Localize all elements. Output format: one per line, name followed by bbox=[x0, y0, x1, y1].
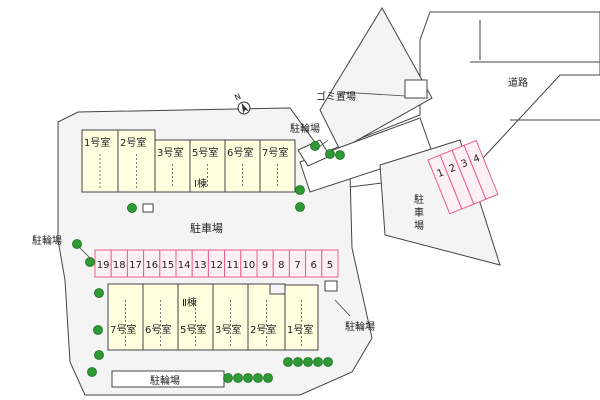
parking-stall-number: 15 bbox=[162, 260, 175, 271]
tree-icon bbox=[223, 373, 233, 383]
building-1-room-label: 7号室 bbox=[262, 146, 288, 159]
parking-stall-number: 14 bbox=[178, 260, 191, 271]
utility-pad bbox=[324, 280, 338, 292]
building-2-room-label: 7号室 bbox=[110, 323, 136, 336]
tree-icon bbox=[243, 373, 253, 383]
parking-stall-number: 11 bbox=[226, 260, 239, 271]
parking-stall-number: 7 bbox=[294, 260, 300, 271]
garbage-label: ゴミ置場 bbox=[316, 90, 356, 103]
bike-south-label: 駐輪場 bbox=[150, 374, 180, 387]
bike-east-label: 駐輪場 bbox=[345, 320, 375, 333]
building-1-name: Ⅰ棟 bbox=[194, 177, 207, 190]
parking-stall-number: 6 bbox=[311, 260, 317, 271]
bike-east-leader bbox=[334, 299, 351, 317]
tree-icon bbox=[295, 202, 305, 212]
building-1-room bbox=[259, 139, 296, 193]
building-2-room-label: 3号室 bbox=[215, 323, 241, 336]
parking-stall-number: 3 bbox=[460, 158, 470, 171]
building-1-room-label: 5号室 bbox=[192, 146, 218, 159]
parking-stall-number: 13 bbox=[194, 260, 207, 271]
tree-icon bbox=[313, 357, 323, 367]
tree-icon bbox=[93, 325, 103, 335]
tree-icon bbox=[94, 350, 104, 360]
building-1-room-label: 6号室 bbox=[227, 146, 253, 159]
svg-text:N: N bbox=[233, 92, 242, 103]
parking-stall-number: 19 bbox=[97, 260, 110, 271]
parking-stall-number: 18 bbox=[113, 260, 126, 271]
building-1-room-label: 2号室 bbox=[120, 136, 146, 149]
tree-icon bbox=[295, 185, 305, 195]
garbage-station bbox=[404, 79, 428, 99]
building-2-name: Ⅱ棟 bbox=[182, 296, 197, 309]
parking-stall bbox=[321, 249, 339, 278]
building-2-room-label: 5号室 bbox=[180, 323, 206, 336]
parking-stall-number: 1 bbox=[436, 167, 446, 180]
external-parking-label: 場 bbox=[414, 219, 424, 232]
tree-icon bbox=[233, 373, 243, 383]
tree-icon bbox=[323, 357, 333, 367]
parking-stall-number: 16 bbox=[145, 260, 158, 271]
building-1-room-label: 3号室 bbox=[157, 146, 183, 159]
parking-stall-number: 9 bbox=[262, 260, 268, 271]
tree-icon bbox=[85, 257, 95, 267]
parking-stall-number: 5 bbox=[327, 260, 333, 271]
tree-icon bbox=[325, 149, 335, 159]
parking-stall-number: 17 bbox=[129, 260, 142, 271]
road-label: 道路 bbox=[508, 76, 528, 89]
tree-icon bbox=[310, 141, 320, 151]
building-2-room-label: 6号室 bbox=[145, 323, 171, 336]
garbage-leader bbox=[339, 91, 406, 97]
external-parking-label: 車 bbox=[414, 206, 424, 219]
tree-icon bbox=[127, 203, 137, 213]
building-1-room-label: 1号室 bbox=[84, 136, 110, 149]
tree-icon bbox=[72, 239, 82, 249]
tree-icon bbox=[87, 367, 97, 377]
building-2-room-label: 2号室 bbox=[250, 323, 276, 336]
building-2-room-label: 1号室 bbox=[287, 323, 313, 336]
parking-stall-number: 10 bbox=[243, 260, 256, 271]
parking-stall bbox=[463, 139, 499, 200]
utility-pad bbox=[142, 203, 154, 213]
tree-icon bbox=[263, 373, 273, 383]
central-parking-label: 駐車場 bbox=[190, 221, 223, 235]
tree-icon bbox=[303, 357, 313, 367]
parking-stall-number: 8 bbox=[278, 260, 284, 271]
bike-north-label: 駐輪場 bbox=[290, 122, 320, 135]
north-arrow-icon: N bbox=[233, 92, 251, 115]
parking-stall-number: 2 bbox=[448, 163, 458, 176]
tree-icon bbox=[253, 373, 263, 383]
tree-icon bbox=[283, 357, 293, 367]
external-parking-label: 駐 bbox=[414, 193, 424, 206]
bike-west-label: 駐輪場 bbox=[32, 234, 62, 247]
building-2-room bbox=[284, 284, 319, 351]
tree-icon bbox=[335, 150, 345, 160]
parking-stall-number: 12 bbox=[210, 260, 223, 271]
parking-stall-number: 4 bbox=[472, 153, 482, 166]
tree-icon bbox=[293, 357, 303, 367]
tree-icon bbox=[94, 288, 104, 298]
